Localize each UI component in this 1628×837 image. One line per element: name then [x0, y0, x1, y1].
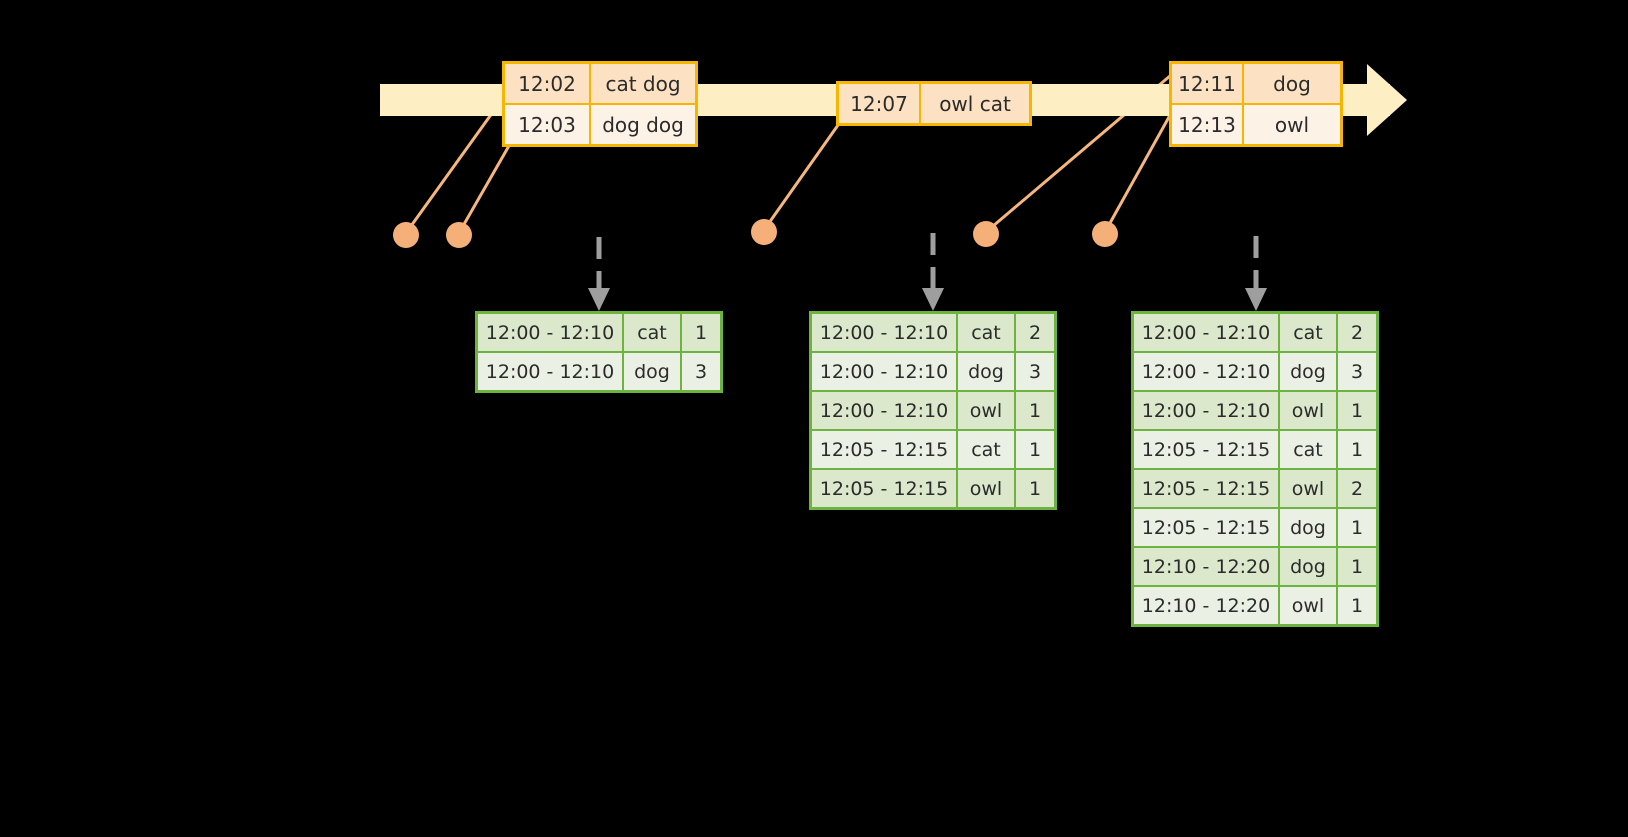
event-box-2[interactable]: 12:07 owl cat	[836, 81, 1032, 126]
count-cell: 3	[1350, 360, 1364, 383]
word-cell: cat	[958, 314, 1016, 351]
table-row[interactable]: 12:05 - 12:15 cat 1	[812, 429, 1054, 468]
event-time: 12:03	[505, 105, 591, 144]
count-cell: 1	[1350, 594, 1364, 617]
count-cell: 1	[1028, 399, 1042, 422]
event-words: dog	[1273, 71, 1311, 96]
window-cell: 12:05 - 12:15	[1134, 470, 1280, 507]
count-cell: 1	[1350, 438, 1364, 461]
count-cell: 1	[1028, 477, 1042, 500]
word-cell: owl	[958, 392, 1016, 429]
count-cell: 1	[1350, 555, 1364, 578]
table-row[interactable]: 12:00 - 12:10 cat 2	[812, 314, 1054, 351]
window-cell: 12:05 - 12:15	[812, 470, 958, 507]
word-cell: cat	[958, 431, 1016, 468]
event-row[interactable]: 12:11 dog	[1172, 64, 1340, 103]
count-cell: 1	[1350, 516, 1364, 539]
window-cell: 12:05 - 12:15	[812, 431, 958, 468]
word-cell: cat	[624, 314, 682, 351]
word-cell: dog	[1280, 509, 1338, 546]
event-box-1[interactable]: 12:02 cat dog 12:03 dog dog	[502, 61, 698, 147]
connector-line-1213	[1103, 107, 1176, 233]
event-time: 12:11	[1172, 64, 1244, 103]
window-cell: 12:05 - 12:15	[1134, 431, 1280, 468]
event-box-3[interactable]: 12:11 dog 12:13 owl	[1169, 61, 1343, 147]
window-cell: 12:00 - 12:10	[812, 353, 958, 390]
word-cell: owl	[1280, 587, 1338, 624]
event-row[interactable]: 12:07 owl cat	[839, 84, 1029, 123]
window-cell: 12:00 - 12:10	[812, 314, 958, 351]
count-cell: 2	[1350, 321, 1364, 344]
word-cell: owl	[1280, 470, 1338, 507]
count-cell: 1	[1028, 438, 1042, 461]
result-table-trigger-2[interactable]: 12:00 - 12:10 cat 2 12:00 - 12:10 dog 3 …	[809, 311, 1057, 510]
word-cell: dog	[1280, 353, 1338, 390]
event-row[interactable]: 12:13 owl	[1172, 103, 1340, 144]
table-row[interactable]: 12:00 - 12:10 owl 1	[1134, 390, 1376, 429]
event-row[interactable]: 12:02 cat dog	[505, 64, 695, 103]
word-cell: owl	[1280, 392, 1338, 429]
count-cell: 2	[1028, 321, 1042, 344]
result-table-trigger-3[interactable]: 12:00 - 12:10 cat 2 12:00 - 12:10 dog 3 …	[1131, 311, 1379, 627]
window-cell: 12:05 - 12:15	[1134, 509, 1280, 546]
table-row[interactable]: 12:05 - 12:15 dog 1	[1134, 507, 1376, 546]
event-words: dog dog	[602, 112, 684, 137]
count-cell: 1	[694, 321, 708, 344]
window-cell: 12:00 - 12:10	[1134, 314, 1280, 351]
connector-line-1207	[762, 117, 845, 231]
table-row[interactable]: 12:00 - 12:10 dog 3	[478, 351, 720, 390]
word-cell: dog	[624, 353, 682, 390]
trigger-arrow-1	[588, 237, 610, 311]
count-cell: 1	[1350, 399, 1364, 422]
table-row[interactable]: 12:10 - 12:20 dog 1	[1134, 546, 1376, 585]
table-row[interactable]: 12:10 - 12:20 owl 1	[1134, 585, 1376, 624]
event-words: owl cat	[939, 91, 1011, 116]
table-row[interactable]: 12:05 - 12:15 owl 1	[812, 468, 1054, 507]
event-dot-1202	[393, 222, 419, 248]
count-cell: 2	[1350, 477, 1364, 500]
window-cell: 12:00 - 12:10	[812, 392, 958, 429]
event-words: owl	[1274, 112, 1310, 137]
table-row[interactable]: 12:05 - 12:15 owl 2	[1134, 468, 1376, 507]
table-row[interactable]: 12:00 - 12:10 dog 3	[1134, 351, 1376, 390]
window-cell: 12:00 - 12:10	[1134, 353, 1280, 390]
window-cell: 12:10 - 12:20	[1134, 587, 1280, 624]
word-cell: dog	[1280, 548, 1338, 585]
word-cell: cat	[1280, 314, 1338, 351]
table-row[interactable]: 12:00 - 12:10 dog 3	[812, 351, 1054, 390]
count-cell: 3	[1028, 360, 1042, 383]
event-row[interactable]: 12:03 dog dog	[505, 103, 695, 144]
trigger-arrow-2	[922, 233, 944, 311]
window-cell: 12:10 - 12:20	[1134, 548, 1280, 585]
word-cell: owl	[958, 470, 1016, 507]
table-row[interactable]: 12:00 - 12:10 cat 2	[1134, 314, 1376, 351]
window-cell: 12:00 - 12:10	[478, 314, 624, 351]
result-table-trigger-1[interactable]: 12:00 - 12:10 cat 1 12:00 - 12:10 dog 3	[475, 311, 723, 393]
event-time: 12:07	[839, 84, 921, 123]
event-time: 12:02	[505, 64, 591, 103]
event-dot-1203	[446, 222, 472, 248]
count-cell: 3	[694, 360, 708, 383]
event-time: 12:13	[1172, 105, 1244, 144]
table-row[interactable]: 12:00 - 12:10 owl 1	[812, 390, 1054, 429]
word-cell: dog	[958, 353, 1016, 390]
event-dot-1213	[1092, 221, 1118, 247]
event-dot-1207	[751, 219, 777, 245]
table-row[interactable]: 12:05 - 12:15 cat 1	[1134, 429, 1376, 468]
event-words: cat dog	[605, 71, 681, 96]
window-cell: 12:00 - 12:10	[478, 353, 624, 390]
trigger-arrow-3	[1245, 236, 1267, 311]
word-cell: cat	[1280, 431, 1338, 468]
window-cell: 12:00 - 12:10	[1134, 392, 1280, 429]
table-row[interactable]: 12:00 - 12:10 cat 1	[478, 314, 720, 351]
event-dot-1211	[973, 221, 999, 247]
